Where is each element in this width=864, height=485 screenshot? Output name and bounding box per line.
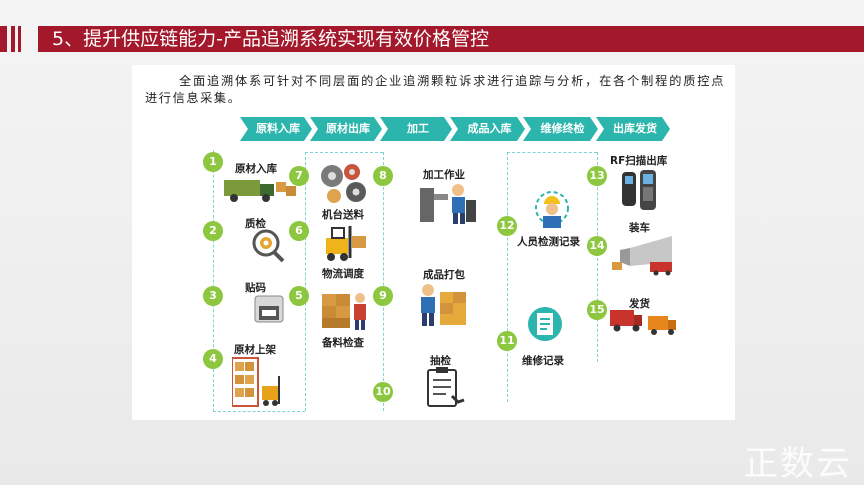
label-printer-icon [254, 295, 284, 323]
step-number: 12 [497, 216, 517, 236]
loading-truck-icon [612, 236, 672, 276]
step-number: 5 [289, 286, 309, 306]
flow-line [213, 150, 214, 412]
step-label: 人员检测记录 [517, 236, 580, 248]
title-accent [18, 26, 21, 52]
step-label: 抽检 [430, 355, 451, 367]
step-number: 1 [203, 152, 223, 172]
step-label: 成品打包 [423, 269, 465, 281]
flow-line [597, 152, 598, 362]
step-number: 8 [373, 166, 393, 186]
step-number: 11 [497, 331, 517, 351]
title-accent [0, 26, 7, 52]
rf-scanner-icon [622, 170, 656, 210]
step-label: 维修记录 [522, 355, 564, 367]
step-number: 9 [373, 286, 393, 306]
step-label: 装车 [629, 222, 650, 234]
step-number: 14 [587, 236, 607, 256]
stage-bar: 原料入库 原材出库 加工 成品入库 维修终检 出库发货 [240, 117, 670, 141]
step-label: 质检 [245, 218, 266, 230]
repair-record-icon [528, 307, 562, 341]
step-number: 7 [289, 166, 309, 186]
step-label: 物流调度 [322, 268, 364, 280]
stage-process: 加工 [380, 117, 452, 141]
delivery-trucks-icon [610, 310, 676, 335]
step-number: 10 [373, 382, 393, 402]
intro-text: 全面追溯体系可针对不同层面的企业追溯颗粒诉求进行追踪与分析，在各个制程的质控点进… [145, 74, 725, 105]
step-label: 原材入库 [235, 163, 277, 175]
flow-line [507, 152, 508, 402]
step-label: 贴码 [245, 282, 266, 294]
title-bar [38, 26, 864, 52]
step-label: 机台送料 [322, 209, 364, 221]
clipboard-check-icon [427, 367, 465, 407]
shelf-forklift-icon [232, 357, 280, 407]
step-number: 13 [587, 166, 607, 186]
step-number: 15 [587, 300, 607, 320]
truck-icon [224, 180, 296, 202]
machine-gears-icon [321, 164, 366, 203]
forklift-icon [326, 226, 366, 261]
flow-line [213, 411, 305, 412]
flow-line [305, 152, 306, 411]
machine-worker-icon [420, 184, 476, 224]
stage-raw-in: 原料入库 [240, 117, 312, 141]
step-number: 3 [203, 286, 223, 306]
stage-repair-check: 维修终检 [523, 117, 598, 141]
step-label: 发货 [629, 298, 650, 310]
step-label: 原材上架 [234, 344, 276, 356]
step-number: 6 [289, 221, 309, 241]
step-label: RF扫描出库 [610, 155, 668, 167]
step-number: 2 [203, 221, 223, 241]
watermark: 正数云 [744, 444, 852, 484]
stage-raw-out: 原材出库 [310, 117, 382, 141]
worker-boxes-icon [322, 293, 366, 330]
page-title: 5、提升供应链能力-产品追溯系统实现有效价格管控 [52, 28, 489, 50]
inspector-icon [535, 191, 569, 228]
flow-line [305, 152, 383, 153]
packing-worker-icon [421, 284, 466, 326]
step-label: 加工作业 [423, 169, 465, 181]
title-accent [11, 26, 15, 52]
flow-line [383, 152, 384, 411]
step-label: 备料检查 [322, 337, 364, 349]
stage-product-in: 成品入库 [450, 117, 525, 141]
gear-magnifier-icon [252, 229, 285, 263]
stage-shipping: 出库发货 [596, 117, 670, 141]
flow-line [507, 152, 597, 153]
step-number: 4 [203, 349, 223, 369]
